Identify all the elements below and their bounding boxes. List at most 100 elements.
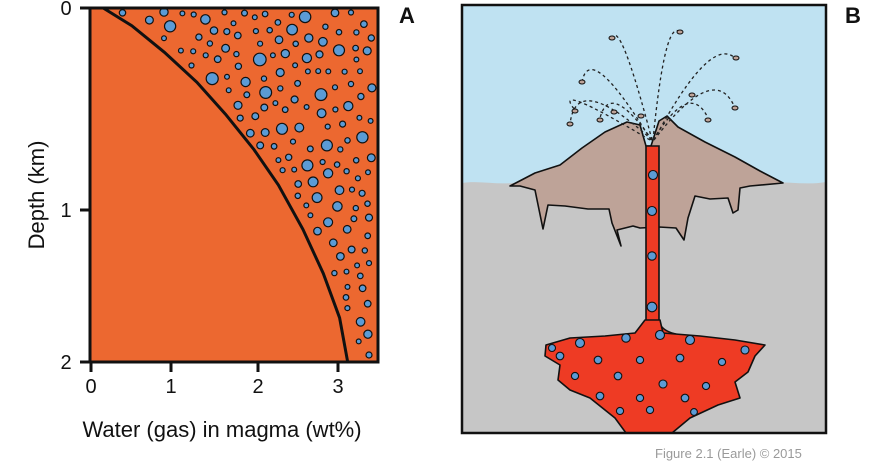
gas-bubble [292, 40, 300, 48]
gas-bubble [233, 50, 240, 58]
gas-bubble [289, 138, 297, 145]
gas-bubble [315, 68, 322, 75]
gas-bubble [332, 106, 339, 113]
gas-bubble [574, 337, 586, 349]
gas-bubble [259, 85, 273, 99]
gas-bubble [275, 157, 282, 164]
ejecta-trajectory [652, 102, 709, 141]
gas-bubble [270, 142, 278, 150]
gas-bubble [205, 71, 219, 86]
x-axis: 0 1 2 3 Water (gas) in magma (wt%) [82, 362, 362, 442]
gas-bubble [621, 333, 631, 343]
gas-bubble [230, 20, 237, 27]
gas-bubble [245, 128, 255, 138]
x-tick-label: 0 [85, 376, 96, 398]
ash-fragment [608, 35, 616, 41]
gas-bubble [304, 68, 311, 75]
gas-bubble [352, 204, 359, 212]
gas-bubble [328, 238, 338, 248]
gas-bubble [332, 201, 343, 212]
gas-bubble [350, 215, 358, 223]
gas-bubble [236, 114, 244, 122]
ejecta-trajectory [569, 99, 651, 141]
gas-bubble [313, 226, 322, 236]
gas-bubble [335, 28, 343, 36]
gas-bubble [311, 192, 323, 204]
x-tick-label: 2 [252, 376, 263, 398]
gas-bubble [646, 301, 658, 313]
gas-bubble [179, 10, 186, 17]
gas-bubble [358, 189, 366, 197]
gas-bubble [190, 11, 197, 18]
gas-bubble [195, 33, 203, 41]
gas-bubble [330, 8, 340, 18]
x-axis-title: Water (gas) in magma (wt%) [82, 417, 361, 442]
bubbles-layer [547, 169, 750, 416]
ejecta-trajectory [653, 53, 736, 141]
gas-bubble [344, 137, 351, 144]
gas-bubble [163, 20, 177, 33]
gas-bubble [281, 106, 289, 114]
gas-bubble [348, 186, 356, 193]
gas-bubble [161, 35, 168, 42]
gas-bubble [240, 76, 251, 88]
panel-b-label: B [845, 3, 861, 28]
gas-bubble [690, 408, 698, 416]
gas-bubble [322, 168, 334, 179]
gas-bubble [647, 169, 659, 181]
gas-bubble [360, 20, 368, 29]
gas-bubble [353, 29, 360, 36]
gas-bubble [206, 40, 214, 47]
gas-bubble [275, 122, 289, 135]
gas-bubble [118, 9, 127, 17]
gas-bubble [294, 79, 302, 87]
plot-area-background [90, 8, 378, 362]
gas-bubble [225, 87, 232, 94]
bubbles-layer [118, 7, 377, 359]
gas-bubble [221, 9, 228, 16]
gas-bubble [252, 52, 267, 67]
gas-bubble [331, 84, 339, 91]
gas-bubble [717, 357, 727, 367]
gas-bubble [356, 131, 369, 144]
y-tick-label: 2 [60, 352, 71, 374]
gas-bubble [315, 50, 324, 59]
gas-bubble [209, 26, 219, 35]
gas-bubble [288, 11, 295, 18]
gas-bubble [301, 159, 314, 172]
gas-bubble [261, 10, 269, 18]
gas-bubble [740, 345, 750, 355]
gas-bubble [331, 269, 338, 277]
y-axis: 0 1 2 Depth (km) [24, 0, 90, 374]
gas-bubble [223, 28, 231, 36]
gas-bubble [320, 139, 333, 152]
gas-bubble [318, 36, 328, 47]
gas-bubble [307, 212, 314, 219]
gas-bubble [314, 88, 328, 102]
gas-bubble [285, 153, 293, 161]
gas-bubble [613, 371, 623, 381]
gas-bubble [252, 28, 259, 35]
gas-bubble [365, 169, 372, 176]
gas-bubble [272, 100, 279, 107]
gas-bubble [202, 52, 209, 59]
panel-b-diagram: B [460, 3, 861, 435]
gas-bubble [241, 9, 249, 17]
gas-bubble [658, 379, 668, 389]
eruption-column [566, 29, 740, 141]
gas-bubble [352, 44, 360, 52]
gas-bubble [298, 10, 312, 24]
gas-bubble [342, 224, 352, 234]
gas-bubble [684, 334, 696, 346]
gas-bubble [286, 23, 299, 36]
gas-bubble [367, 83, 377, 93]
gas-bubble [343, 100, 354, 112]
gas-bubble [701, 381, 711, 391]
gas-bubble [337, 146, 344, 153]
gas-bubble [635, 355, 645, 365]
ejecta-trajectory [581, 69, 652, 141]
panel-a-chart: 0 1 2 3 Water (gas) in magma (wt%) 0 1 2… [24, 0, 415, 442]
gas-bubble [251, 14, 258, 21]
plot-frame [88, 6, 380, 364]
gas-bubble [213, 55, 222, 64]
